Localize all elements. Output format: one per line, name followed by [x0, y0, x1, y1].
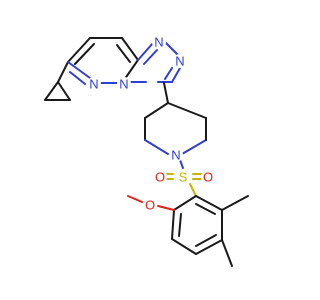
bond-triazole-1	[137, 42, 154, 61]
bond-aryl-to-methyl-2	[221, 239, 233, 267]
bond-piperidine-6	[167, 102, 207, 119]
atom-o-sulfonyl-left: O	[155, 170, 165, 185]
atom-n-bridge: N	[119, 77, 128, 92]
bond-pyridazine-3	[121, 37, 139, 61]
bond-pyridazine-3-dbl	[116, 44, 131, 63]
bond-n-to-s	[179, 159, 184, 169]
bond-aryl-4	[195, 239, 223, 255]
atom-bg-n-triazole-top	[152, 35, 166, 49]
bond-aryl-3	[171, 238, 197, 255]
molecule-diagram: N N N N N S O O O	[44, 35, 249, 267]
bond-aryl-1	[173, 195, 197, 211]
structure-drawing: N N N N N S O O O	[44, 35, 249, 267]
atom-bg-o-methoxy	[143, 198, 157, 212]
atom-bg-o-sulfonyl-right	[201, 170, 215, 184]
bond-pyridazine-1-dbl	[74, 43, 95, 65]
bond-aryl-to-methoxy-o	[157, 205, 175, 211]
atom-bg-sulfur	[176, 170, 190, 184]
bond-triazole-3	[171, 67, 181, 83]
atom-bg-o-sulfonyl-left	[153, 170, 167, 184]
bond-piperidine-1	[144, 102, 169, 119]
bond-pyridazine-6	[67, 61, 91, 79]
atom-n-piperidine: N	[171, 148, 180, 163]
bond-s-to-aryl	[189, 183, 197, 197]
atom-sulfur: S	[179, 170, 188, 185]
atom-n-triazole-top: N	[154, 35, 163, 50]
atom-o-methoxy: O	[145, 198, 155, 213]
bond-pyridazine-1	[67, 37, 91, 63]
atom-n-triazole-right: N	[175, 54, 184, 69]
atom-o-sulfonyl-right: O	[203, 170, 213, 185]
atom-bg-n-bridge	[117, 77, 131, 91]
bond-aryl-to-methyl-1	[221, 195, 249, 211]
bond-cyclopropyl-2	[44, 81, 59, 101]
atom-n-pyridazine: N	[89, 77, 98, 92]
bond-piperidine-3	[144, 139, 169, 155]
bond-triazole-2	[165, 42, 179, 56]
atom-bg-n-pyridazine	[87, 77, 101, 91]
atom-labels: N N N N N S O O O	[87, 35, 215, 213]
bond-aryl-6	[195, 195, 223, 211]
bond-pyridazine-6-dbl	[69, 71, 86, 85]
bond-aryl-2-dbl	[178, 213, 182, 237]
bond-triazole-to-piperidine	[163, 82, 169, 104]
bond-triazole-3-dbl	[164, 67, 173, 80]
bond-triazole-1-dbl	[143, 49, 158, 65]
bond-aryl-2	[171, 209, 175, 240]
bond-methoxy-o-to-ch3	[127, 195, 143, 203]
bond-aryl-4-dbl	[195, 234, 217, 247]
bond-cyclopropyl-to-ring	[57, 61, 69, 83]
bond-cyclopropyl-3	[57, 81, 71, 101]
bond-aryl-6-dbl	[195, 203, 216, 215]
atom-bg-n-triazole-right	[173, 54, 187, 68]
bonds	[44, 37, 249, 267]
atom-bg-n-piperidine	[169, 148, 183, 162]
bond-piperidine-4	[181, 139, 207, 155]
